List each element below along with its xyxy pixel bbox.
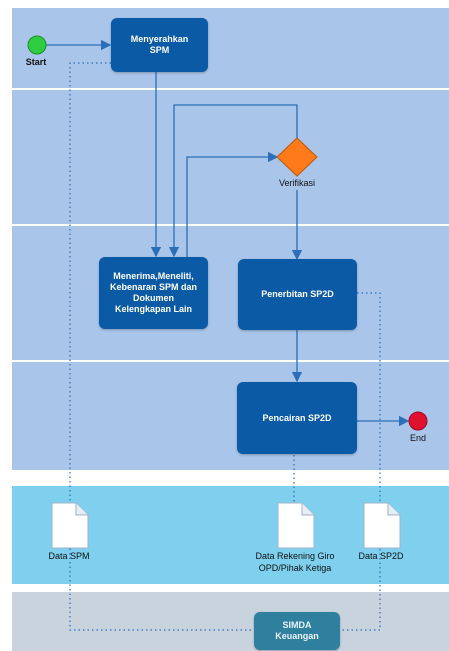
data-rekening-doc-icon [277, 502, 315, 549]
task-pencairan-label: Pencairan SP2D [262, 412, 332, 423]
end-event [408, 411, 428, 431]
task-pencairan-sp2d[interactable]: Pencairan SP2D [237, 382, 357, 454]
data-sp2d-label: Data SP2D [358, 551, 404, 561]
verifikasi-label: Verifikasi [278, 178, 315, 188]
task-penerbitan-label: Penerbitan SP2D [261, 289, 334, 299]
task-menyerahkan-spm-label: Menyerahkan SPM [130, 34, 189, 55]
system-lane [12, 592, 449, 651]
task-menerima-label: Menerima,Meneliti, Kebenaran SPM dan Dok… [109, 271, 198, 314]
start-label: Start [25, 57, 47, 67]
data-spm-label: Data SPM [48, 551, 90, 561]
verifikasi-gateway [276, 137, 318, 177]
task-menyerahkan-spm[interactable]: Menyerahkan SPM [111, 18, 208, 72]
task-menerima[interactable]: Menerima,Meneliti, Kebenaran SPM dan Dok… [99, 257, 208, 329]
task-simda-label: SIMDA Keuangan [275, 620, 319, 641]
end-label: End [409, 433, 426, 443]
lane-1 [12, 8, 449, 88]
lane-4 [12, 362, 449, 470]
data-spm-doc-icon [51, 502, 89, 549]
data-sp2d-doc-icon [363, 502, 401, 549]
data-rekening-label: Data Rekening Giro OPD/Pihak Ketiga [255, 551, 335, 573]
task-simda-keuangan[interactable]: SIMDA Keuangan [254, 612, 340, 650]
task-penerbitan-sp2d[interactable]: Penerbitan SP2D [238, 259, 357, 330]
start-event [27, 35, 47, 55]
